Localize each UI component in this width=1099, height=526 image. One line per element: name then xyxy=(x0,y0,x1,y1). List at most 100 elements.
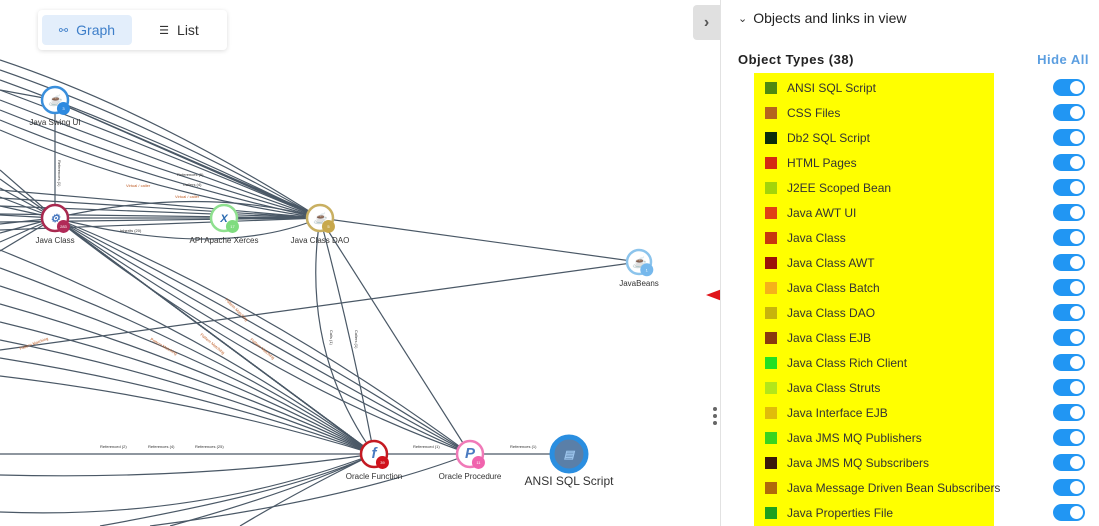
graph-edge[interactable] xyxy=(54,217,471,455)
node-circle xyxy=(549,434,589,474)
toggle-knob xyxy=(1070,381,1083,394)
badge-count: 17 xyxy=(230,224,235,229)
graph-edge[interactable] xyxy=(239,453,375,526)
type-name: Java Interface EJB xyxy=(787,405,888,420)
type-visibility-toggle[interactable] xyxy=(1053,479,1085,496)
type-visibility-toggle[interactable] xyxy=(1053,329,1085,346)
type-name: J2EE Scoped Bean xyxy=(787,180,892,195)
graph-edge[interactable] xyxy=(0,109,321,219)
graph-edge[interactable] xyxy=(315,217,375,455)
graph-edge[interactable] xyxy=(0,453,375,514)
type-visibility-toggle[interactable] xyxy=(1053,229,1085,246)
chevron-down-icon: ⌄ xyxy=(738,12,748,25)
node-count-badge xyxy=(56,101,70,115)
objects-links-section-header[interactable]: ⌄ Objects and links in view xyxy=(738,10,907,26)
type-visibility-toggle[interactable] xyxy=(1053,454,1085,471)
hide-all-button[interactable]: Hide All xyxy=(1037,52,1089,67)
type-name: Java JMS MQ Publishers xyxy=(787,430,922,445)
type-visibility-toggle[interactable] xyxy=(1053,154,1085,171)
graph-edge[interactable] xyxy=(54,217,321,240)
type-visibility-toggle[interactable] xyxy=(1053,129,1085,146)
type-visibility-toggle[interactable] xyxy=(1053,404,1085,421)
type-name: Java Message Driven Bean Subscribers xyxy=(787,480,1001,495)
type-visibility-toggle[interactable] xyxy=(1053,254,1085,271)
graph-edge[interactable] xyxy=(319,217,375,455)
edges-layer xyxy=(0,59,640,526)
graph-edge[interactable] xyxy=(0,375,375,455)
graph-edge[interactable] xyxy=(54,217,471,455)
graph-edge[interactable] xyxy=(319,217,471,455)
edge-label: Pattern Matching xyxy=(150,337,179,356)
node-type-icon: P xyxy=(465,445,476,462)
edge-label: Inherits (20) xyxy=(120,228,142,233)
graph-node-ansi[interactable]: ▤ANSI SQL Script xyxy=(525,434,615,488)
collapse-panel-button[interactable]: › xyxy=(693,5,720,40)
graph-view-button[interactable]: ⚯ Graph xyxy=(42,15,132,45)
type-name: CSS Files xyxy=(787,105,841,120)
list-view-button[interactable]: ☰ List xyxy=(136,15,222,45)
graph-edge[interactable] xyxy=(0,69,321,219)
highlight-overlay xyxy=(754,73,994,526)
object-type-row: Java Properties File xyxy=(721,500,1099,525)
graph-edge[interactable] xyxy=(0,267,375,455)
graph-edge[interactable] xyxy=(54,200,321,219)
graph-edge[interactable] xyxy=(0,197,321,219)
toggle-knob xyxy=(1070,406,1083,419)
type-visibility-toggle[interactable] xyxy=(1053,279,1085,296)
graph-edge[interactable] xyxy=(319,217,640,263)
graph-edge[interactable] xyxy=(0,59,321,219)
graph-edge[interactable] xyxy=(0,453,375,477)
graph-edge[interactable] xyxy=(54,217,375,455)
type-name: HTML Pages xyxy=(787,155,857,170)
graph-edge[interactable] xyxy=(0,217,321,231)
graph-edge[interactable] xyxy=(0,339,375,455)
graph-edge[interactable] xyxy=(0,321,375,455)
edge-label: References (1) xyxy=(510,444,537,449)
graph-edge[interactable] xyxy=(0,129,321,219)
node-count-badge xyxy=(471,455,485,469)
graph-edge[interactable] xyxy=(54,217,471,455)
type-visibility-toggle[interactable] xyxy=(1053,204,1085,221)
graph-edge[interactable] xyxy=(0,357,375,455)
graph-edge[interactable] xyxy=(60,103,321,219)
type-visibility-toggle[interactable] xyxy=(1053,79,1085,96)
type-visibility-toggle[interactable] xyxy=(1053,179,1085,196)
type-visibility-toggle[interactable] xyxy=(1053,304,1085,321)
type-visibility-toggle[interactable] xyxy=(1053,429,1085,446)
object-type-row: Java Class DAO xyxy=(721,300,1099,325)
graph-edge[interactable] xyxy=(0,189,321,219)
object-type-row: Java JMS MQ Publishers xyxy=(721,425,1099,450)
graph-edge[interactable] xyxy=(99,453,375,526)
graph-edge[interactable] xyxy=(149,453,471,526)
graph-edge[interactable] xyxy=(0,261,640,351)
graph-edge[interactable] xyxy=(0,213,321,219)
graph-edge[interactable] xyxy=(0,303,375,455)
graph-edge[interactable] xyxy=(0,249,375,455)
graph-edge[interactable] xyxy=(0,89,321,219)
edge-label: Callers (4) xyxy=(183,182,202,187)
type-color-swatch xyxy=(765,431,777,444)
type-visibility-toggle[interactable] xyxy=(1053,104,1085,121)
panel-resize-handle[interactable] xyxy=(712,407,718,425)
graph-edge[interactable] xyxy=(0,99,321,219)
graph-edge[interactable] xyxy=(54,217,471,455)
object-type-row: Java Class Rich Client xyxy=(721,350,1099,375)
graph-edge[interactable] xyxy=(0,285,375,455)
graph-edge[interactable] xyxy=(0,205,321,219)
type-color-swatch xyxy=(765,256,777,269)
type-visibility-toggle[interactable] xyxy=(1053,379,1085,396)
type-visibility-toggle[interactable] xyxy=(1053,504,1085,521)
graph-edge[interactable] xyxy=(54,217,471,455)
toggle-knob xyxy=(1070,256,1083,269)
type-color-swatch xyxy=(765,356,777,369)
type-visibility-toggle[interactable] xyxy=(1053,354,1085,371)
